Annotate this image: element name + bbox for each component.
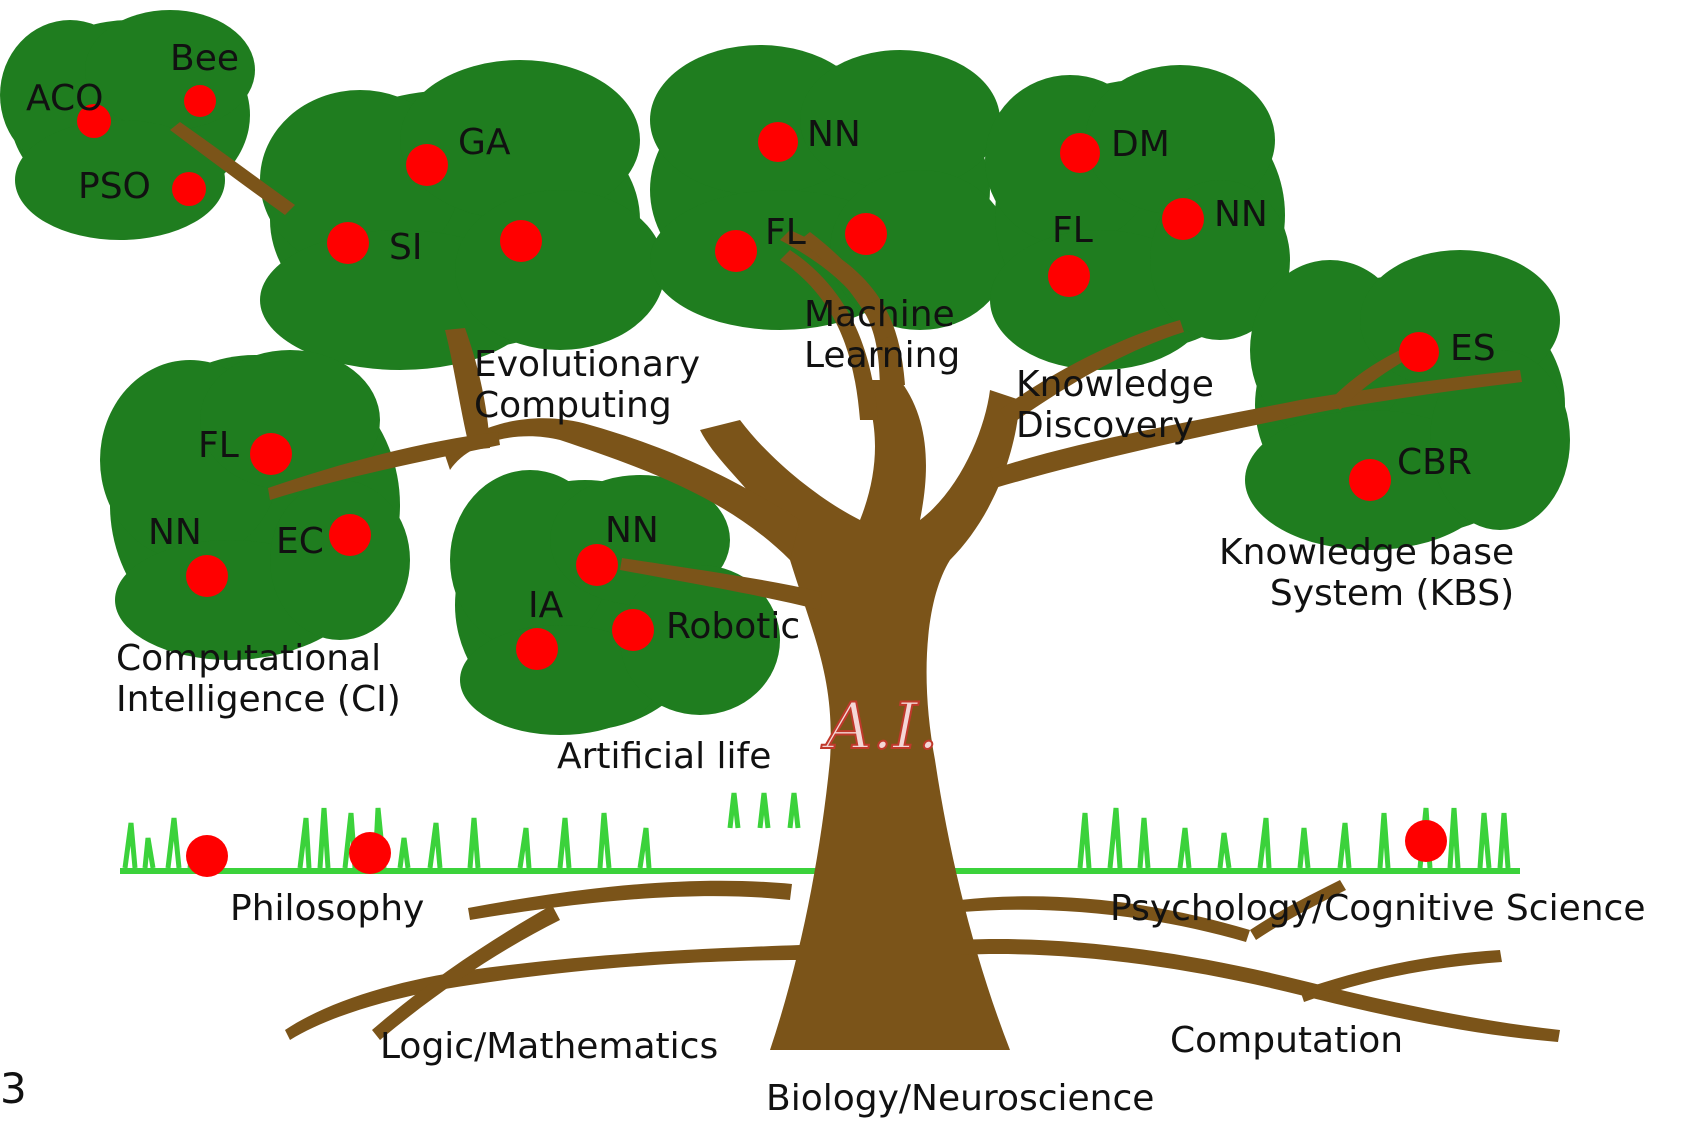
- label-ci-ec: EC: [276, 521, 324, 562]
- title-knowledge-base-system: Knowledge base System (KBS): [1219, 532, 1514, 615]
- trunk: [700, 380, 1020, 1050]
- fruit-ml-extra: [845, 213, 887, 255]
- fruit-ci-nn: [186, 555, 228, 597]
- label-ml-nn: NN: [807, 114, 861, 155]
- fruit-kbs-es: [1399, 332, 1439, 372]
- fruit-kd-nn: [1162, 198, 1204, 240]
- label-kbs-es: ES: [1450, 328, 1496, 369]
- title-ci-line-1: Computational: [116, 638, 382, 679]
- label-si: SI: [389, 227, 423, 268]
- page-number: 3: [0, 1064, 27, 1113]
- fruit-si: [327, 222, 369, 264]
- trunk-and-branches: [170, 122, 1560, 1050]
- title-kd-line-2: Discovery: [1016, 405, 1194, 447]
- fruits: [77, 85, 1447, 877]
- fruit-ci-ec: [329, 514, 371, 556]
- label-ga: GA: [458, 122, 511, 163]
- root-psychology: Psychology/Cognitive Science: [1110, 888, 1646, 929]
- title-knowledge-discovery: Knowledge Discovery: [1016, 364, 1214, 447]
- fruit-bee: [184, 85, 216, 117]
- fruit-al-ia: [516, 628, 558, 670]
- fruit-ground-2: [349, 832, 391, 874]
- root-computation: Computation: [1170, 1020, 1404, 1061]
- fruit-ml-fl: [715, 230, 757, 272]
- root-philosophy: Philosophy: [230, 888, 425, 929]
- fruit-aco: [77, 104, 111, 138]
- fruit-pso: [172, 172, 206, 206]
- label-kd-dm: DM: [1111, 124, 1170, 165]
- label-ml-fl: FL: [765, 212, 806, 253]
- label-kd-fl: FL: [1052, 210, 1093, 251]
- canopy: [0, 10, 1570, 735]
- title-machine-learning: Machine Learning: [804, 294, 960, 377]
- title-kbs-line-2: System (KBS): [1269, 573, 1515, 615]
- canopy-machine-learning: [650, 45, 1010, 330]
- fruit-al-robotic: [612, 609, 654, 651]
- label-kd-nn: NN: [1214, 194, 1268, 235]
- label-al-ia: IA: [528, 585, 564, 626]
- fruit-ec-extra: [500, 220, 542, 262]
- title-evolutionary-line-2: Computing: [474, 385, 672, 427]
- fruit-ground-1: [186, 835, 228, 877]
- label-bee: Bee: [170, 38, 239, 79]
- fruit-ci-fl: [250, 433, 292, 475]
- canopy-kbs: [1245, 250, 1570, 550]
- fruit-ml-nn: [758, 122, 798, 162]
- root-biology-neuroscience: Biology/Neuroscience: [766, 1078, 1155, 1119]
- label-al-robotic: Robotic: [666, 606, 801, 647]
- canopy-computational-intelligence: [100, 350, 410, 660]
- title-kd-line-1: Knowledge: [1016, 364, 1214, 405]
- fruit-kd-dm: [1060, 133, 1100, 173]
- title-evolutionary-computing: Evolutionary Computing: [474, 344, 700, 427]
- label-pso: PSO: [78, 166, 151, 207]
- fruit-kbs-cbr: [1349, 459, 1391, 501]
- canopy-evolutionary: [260, 60, 665, 370]
- root-logic-mathematics: Logic/Mathematics: [380, 1026, 719, 1067]
- title-computational-intelligence: Computational Intelligence (CI): [116, 638, 401, 721]
- label-al-nn: NN: [605, 510, 659, 551]
- fruit-ground-3: [1405, 820, 1447, 862]
- title-ci-line-2: Intelligence (CI): [116, 679, 401, 721]
- label-ci-fl: FL: [198, 425, 239, 466]
- title-artificial-life: Artificial life: [557, 736, 772, 777]
- canopy-swarm: [0, 10, 255, 240]
- title-evolutionary-line-1: Evolutionary: [474, 344, 701, 385]
- title-kbs-line-1: Knowledge base: [1219, 532, 1515, 573]
- fruit-al-nn: [576, 544, 618, 586]
- label-ci-nn: NN: [148, 512, 202, 553]
- title-ml-line-2: Learning: [804, 335, 961, 377]
- ai-trunk-label: A.I.: [825, 689, 939, 765]
- fruit-ga: [406, 144, 448, 186]
- fruit-kd-fl: [1048, 255, 1090, 297]
- label-kbs-cbr: CBR: [1397, 442, 1472, 483]
- title-ml-line-1: Machine: [804, 294, 955, 335]
- label-aco: ACO: [26, 78, 104, 119]
